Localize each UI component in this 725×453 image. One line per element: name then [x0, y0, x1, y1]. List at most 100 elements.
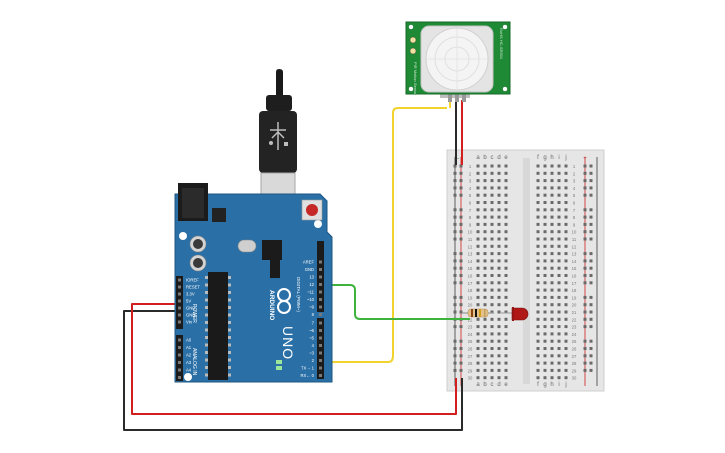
breadboard-hole[interactable]	[504, 186, 508, 190]
breadboard-hole[interactable]	[497, 164, 501, 168]
breadboard-hole[interactable]	[497, 325, 501, 329]
breadboard-hole[interactable]	[476, 339, 480, 343]
breadboard-hole[interactable]	[543, 288, 547, 292]
breadboard-hole[interactable]	[557, 186, 561, 190]
breadboard-hole[interactable]	[557, 164, 561, 168]
breadboard-hole[interactable]	[564, 281, 568, 285]
breadboard-hole[interactable]	[564, 376, 568, 380]
breadboard-hole[interactable]	[543, 237, 547, 241]
rail-hole[interactable]	[459, 215, 463, 219]
header-pin[interactable]	[178, 278, 181, 282]
breadboard-hole[interactable]	[564, 215, 568, 219]
breadboard-hole[interactable]	[483, 266, 487, 270]
rail-hole[interactable]	[583, 193, 587, 197]
digital-header-low[interactable]	[317, 318, 324, 379]
breadboard-hole[interactable]	[550, 171, 554, 175]
breadboard-hole[interactable]	[497, 339, 501, 343]
breadboard-hole[interactable]	[550, 252, 554, 256]
header-pin[interactable]	[319, 268, 322, 271]
header-pin[interactable]	[319, 283, 322, 286]
header-pin[interactable]	[178, 299, 181, 303]
rail-hole[interactable]	[453, 171, 457, 175]
analog-header[interactable]	[176, 335, 183, 381]
breadboard-hole[interactable]	[476, 237, 480, 241]
breadboard-hole[interactable]	[564, 295, 568, 299]
header-pin[interactable]	[178, 338, 181, 342]
breadboard-hole[interactable]	[483, 281, 487, 285]
header-pin[interactable]	[178, 285, 181, 289]
breadboard-hole[interactable]	[483, 354, 487, 358]
rail-hole[interactable]	[583, 186, 587, 190]
rail-hole[interactable]	[459, 186, 463, 190]
breadboard-hole[interactable]	[564, 361, 568, 365]
breadboard-hole[interactable]	[497, 215, 501, 219]
rail-hole[interactable]	[583, 317, 587, 321]
breadboard-hole[interactable]	[564, 208, 568, 212]
rail-hole[interactable]	[459, 252, 463, 256]
breadboard-hole[interactable]	[504, 222, 508, 226]
breadboard-hole[interactable]	[504, 164, 508, 168]
breadboard-hole[interactable]	[564, 186, 568, 190]
rail-hole[interactable]	[583, 171, 587, 175]
breadboard-hole[interactable]	[543, 303, 547, 307]
breadboard-hole[interactable]	[564, 288, 568, 292]
rail-hole[interactable]	[453, 237, 457, 241]
breadboard-hole[interactable]	[550, 354, 554, 358]
rail-hole[interactable]	[459, 361, 463, 365]
breadboard-hole[interactable]	[564, 222, 568, 226]
breadboard-hole[interactable]	[536, 222, 540, 226]
header-pin[interactable]	[178, 376, 181, 379]
breadboard-hole[interactable]	[483, 274, 487, 277]
led[interactable]	[500, 307, 529, 321]
breadboard-hole[interactable]	[557, 361, 561, 365]
breadboard-hole[interactable]	[483, 325, 487, 329]
rail-hole[interactable]	[589, 208, 593, 212]
breadboard-hole[interactable]	[557, 325, 561, 329]
breadboard-hole[interactable]	[490, 281, 494, 285]
breadboard-hole[interactable]	[536, 295, 540, 299]
rail-hole[interactable]	[583, 164, 587, 168]
rail-hole[interactable]	[453, 310, 457, 314]
breadboard-hole[interactable]	[564, 179, 568, 183]
breadboard-hole[interactable]	[490, 215, 494, 219]
rail-hole[interactable]	[453, 361, 457, 365]
breadboard-hole[interactable]	[557, 193, 561, 197]
breadboard-hole[interactable]	[543, 347, 547, 350]
breadboard-hole[interactable]	[550, 259, 554, 263]
breadboard-hole[interactable]	[490, 237, 494, 241]
breadboard-hole[interactable]	[497, 186, 501, 190]
breadboard-hole[interactable]	[504, 215, 508, 219]
breadboard-hole[interactable]	[550, 376, 554, 380]
breadboard-hole[interactable]	[557, 347, 561, 350]
breadboard-hole[interactable]	[550, 303, 554, 307]
rail-hole[interactable]	[589, 237, 593, 241]
rail-hole[interactable]	[459, 354, 463, 358]
breadboard-hole[interactable]	[564, 347, 568, 350]
breadboard-hole[interactable]	[497, 274, 501, 277]
breadboard-hole[interactable]	[557, 244, 561, 248]
header-pin[interactable]	[178, 353, 181, 357]
breadboard-hole[interactable]	[557, 368, 561, 372]
breadboard-hole[interactable]	[483, 222, 487, 226]
rail-hole[interactable]	[459, 208, 463, 212]
rail-hole[interactable]	[583, 215, 587, 219]
rail-hole[interactable]	[453, 222, 457, 226]
breadboard-hole[interactable]	[476, 222, 480, 226]
breadboard-hole[interactable]	[504, 376, 508, 380]
rail-hole[interactable]	[589, 354, 593, 358]
breadboard-hole[interactable]	[504, 201, 508, 204]
breadboard-hole[interactable]	[550, 295, 554, 299]
breadboard-hole[interactable]	[476, 281, 480, 285]
breadboard-hole[interactable]	[497, 347, 501, 350]
breadboard-hole[interactable]	[557, 310, 561, 314]
breadboard-hole[interactable]	[476, 193, 480, 197]
breadboard-hole[interactable]	[543, 164, 547, 168]
header-pin[interactable]	[319, 344, 322, 347]
rail-hole[interactable]	[589, 368, 593, 372]
breadboard-hole[interactable]	[543, 295, 547, 299]
rail-hole[interactable]	[459, 368, 463, 372]
rail-hole[interactable]	[453, 164, 457, 168]
breadboard-hole[interactable]	[536, 193, 540, 197]
rail-hole[interactable]	[589, 179, 593, 183]
